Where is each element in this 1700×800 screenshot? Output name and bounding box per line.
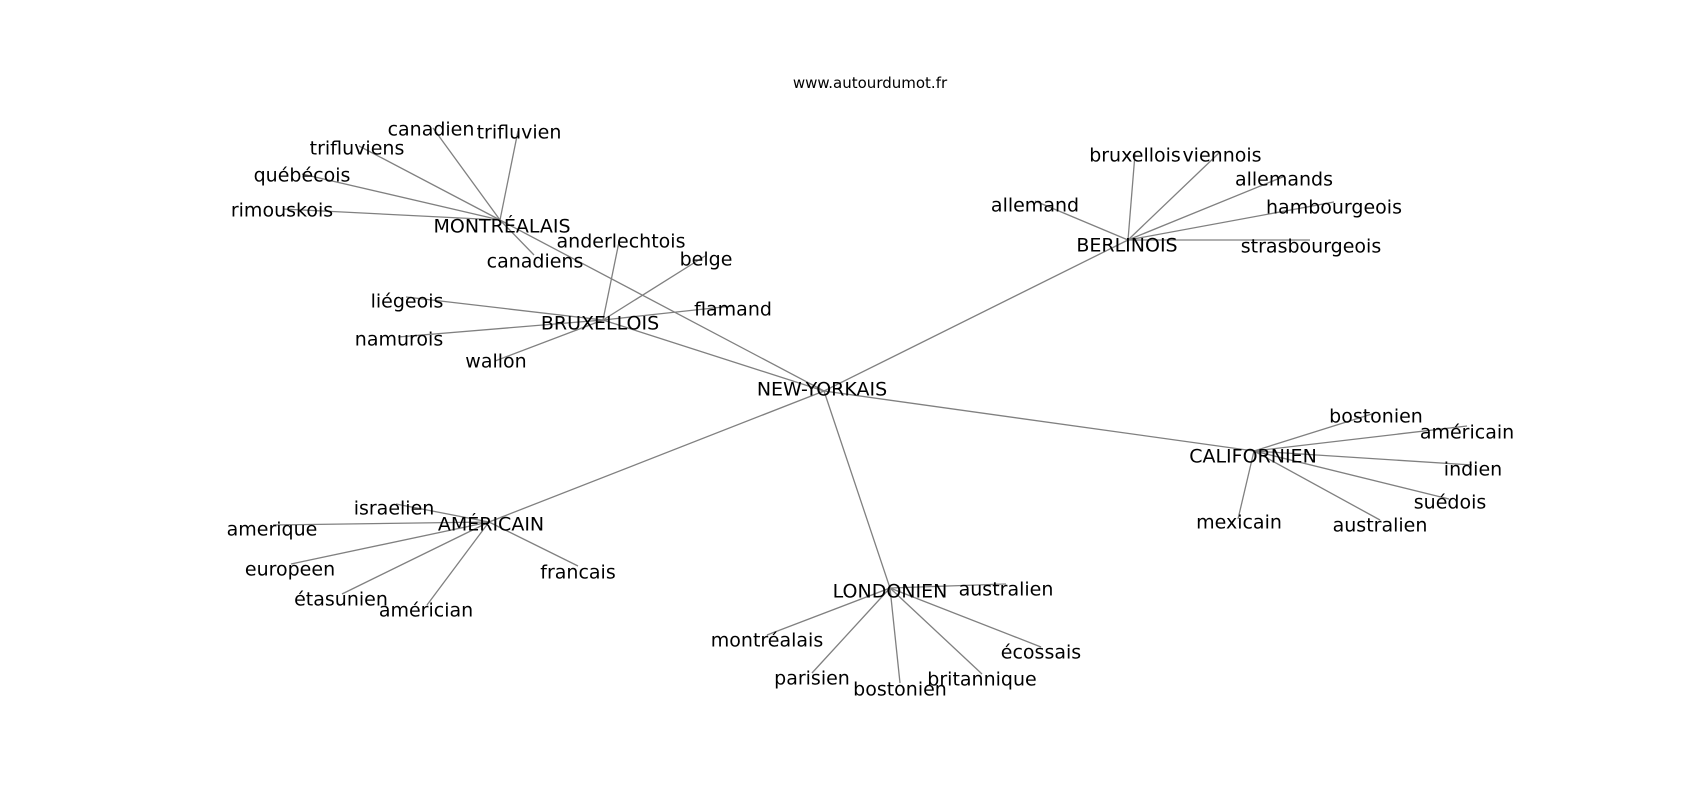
- hub-node-label-berlinois: BERLINOIS: [1076, 235, 1177, 257]
- edge-berlinois-leaf: [1127, 151, 1221, 241]
- leaf-node-label: bostonien: [853, 679, 947, 701]
- leaf-node-label: canadiens: [487, 251, 584, 273]
- leaf-node-label: trifluvien: [477, 122, 562, 144]
- edge-londonien-leaf: [889, 587, 901, 684]
- leaf-node-label: belge: [680, 249, 733, 271]
- leaf-node-label: wallon: [465, 351, 526, 373]
- edge-montrealais-leaf: [358, 145, 501, 221]
- leaf-node-label: strasbourgeois: [1241, 236, 1381, 258]
- edge-londonien-leaf: [889, 587, 1042, 648]
- edge-center-berlinois: [823, 239, 1129, 392]
- leaf-node-label: australien: [1333, 515, 1428, 537]
- edge-center-bruxellois: [602, 319, 825, 392]
- edge-londonien-leaf: [889, 583, 1007, 589]
- edge-californien-leaf: [1253, 450, 1450, 500]
- edge-center-londonien: [823, 390, 891, 589]
- edge-montrealais-leaf: [301, 173, 501, 221]
- edge-californien-leaf: [1237, 450, 1255, 520]
- center-node-label: NEW-YORKAIS: [757, 379, 887, 401]
- edge-bruxellois-leaf: [602, 255, 706, 321]
- edge-americain-leaf: [488, 521, 579, 567]
- hub-node-label-londonien: LONDONIEN: [833, 581, 948, 603]
- leaf-node-label: mexicain: [1196, 512, 1282, 534]
- site-url: www.autourdumot.fr: [793, 74, 948, 92]
- edge-californien-leaf: [1253, 425, 1468, 452]
- edge-londonien-leaf: [889, 587, 983, 675]
- leaf-node-label: liégeois: [371, 291, 444, 313]
- labels: www.autourdumot.fr NEW-YORKAIS MONTRÉALA…: [227, 74, 1515, 701]
- leaf-node-label: parisien: [774, 668, 850, 690]
- hub-node-label-californien: CALIFORNIEN: [1189, 446, 1317, 468]
- edge-londonien-leaf: [811, 587, 891, 674]
- leaf-node-label: étasunien: [294, 589, 388, 611]
- edge-bruxellois-leaf: [602, 305, 733, 321]
- edge-montrealais-leaf: [282, 208, 501, 221]
- edge-californien-leaf: [1253, 450, 1381, 521]
- leaf-node-label: francais: [540, 562, 615, 584]
- edge-americain-leaf: [426, 521, 490, 606]
- leaf-node-label: allemands: [1235, 169, 1333, 191]
- edge-americain-leaf: [290, 521, 490, 565]
- edge-californien-leaf: [1253, 450, 1473, 466]
- edge-center-montrealais: [499, 219, 825, 392]
- leaf-node-label: suédois: [1414, 492, 1487, 514]
- edge-montrealais-leaf: [499, 130, 519, 221]
- edge-americain-leaf: [341, 521, 490, 595]
- hub-node-label-americain: AMÉRICAIN: [438, 513, 544, 536]
- leaf-node-label: anderlechtois: [557, 231, 686, 253]
- leaf-node-label: britannique: [927, 669, 1036, 691]
- edge-berlinois-leaf: [1127, 175, 1286, 241]
- leaf-node-label: bruxellois: [1089, 145, 1181, 167]
- edge-montrealais-leaf: [432, 127, 501, 221]
- edge-bruxellois-leaf: [397, 319, 604, 338]
- edge-americain-leaf: [395, 503, 490, 523]
- leaf-node-label: hambourgeois: [1266, 197, 1402, 219]
- edges: [272, 127, 1473, 684]
- edge-americain-leaf: [272, 521, 490, 526]
- edge-center-californien: [823, 390, 1255, 452]
- leaf-node-label: américain: [1420, 422, 1514, 444]
- leaf-node-label: écossais: [1001, 642, 1081, 664]
- leaf-node-label: allemand: [991, 195, 1079, 217]
- edge-berlinois-leaf: [1127, 201, 1335, 241]
- leaf-node-label: trifluviens: [310, 138, 405, 160]
- edge-londonien-leaf: [766, 587, 891, 636]
- leaf-node-label: québécois: [254, 165, 351, 187]
- edge-californien-leaf: [1253, 412, 1376, 452]
- leaf-node-label: montréalais: [711, 630, 823, 652]
- leaf-node-label: rimouskois: [231, 200, 333, 222]
- leaf-node-label: américian: [379, 600, 473, 622]
- hub-node-label-montrealais: MONTRÉALAIS: [433, 215, 570, 238]
- leaf-node-label: europeen: [245, 559, 335, 581]
- leaf-node-label: flamand: [694, 299, 772, 321]
- edge-berlinois-leaf: [1127, 153, 1136, 241]
- leaf-node-label: viennois: [1182, 145, 1261, 167]
- edge-center-americain: [488, 390, 825, 523]
- leaf-node-label: canadien: [388, 119, 475, 141]
- leaf-node-label: bostonien: [1329, 406, 1423, 428]
- leaf-node-label: amerique: [227, 519, 318, 541]
- edge-montrealais-leaf: [499, 219, 535, 256]
- edge-bruxellois-leaf: [494, 319, 604, 362]
- leaf-node-label: namurois: [355, 329, 443, 351]
- leaf-node-label: australien: [959, 579, 1054, 601]
- edge-bruxellois-leaf: [405, 296, 604, 321]
- edge-berlinois-leaf: [1034, 200, 1129, 241]
- leaf-node-label: indien: [1444, 459, 1502, 481]
- leaf-node-label: israelien: [354, 498, 435, 520]
- edge-bruxellois-leaf: [602, 236, 621, 321]
- hub-node-label-bruxellois: BRUXELLOIS: [541, 313, 659, 335]
